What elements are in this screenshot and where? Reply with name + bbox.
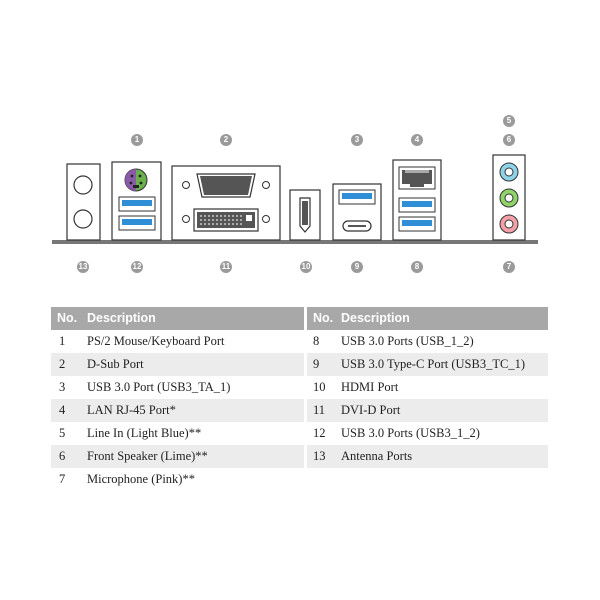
callout-9: 9 [351,261,363,273]
row-no: 4 [59,403,66,417]
header-description: Description [341,311,410,325]
io-panel-diagram: 1 2 3 4 5 6 7 8 9 10 11 12 13 [52,115,538,273]
row-no: 13 [313,449,326,463]
callout-3: 3 [351,134,363,146]
header-description: Description [87,311,156,325]
row-description: DVI-D Port [341,403,401,417]
table-left-column: No. Description 1 PS/2 Mouse/Keyboard Por… [51,307,304,491]
table-header: No. Description [307,307,548,330]
header-no: No. [313,311,334,325]
row-no: 7 [59,472,66,486]
ps2-usb-block [111,161,162,241]
table-row: 7 Microphone (Pink)** [51,468,304,491]
callout-1: 1 [131,134,143,146]
callout-13: 13 [77,261,89,273]
panel-rail [52,240,538,244]
row-no: 10 [313,380,326,394]
row-description: Line In (Light Blue)** [87,426,202,440]
row-no: 9 [313,357,320,371]
table-row: 3 USB 3.0 Port (USB3_TA_1) [51,376,304,399]
table-row: 2 D-Sub Port [51,353,304,376]
header-no: No. [57,311,78,325]
table-header: No. Description [51,307,304,330]
row-description: USB 3.0 Ports (USB_1_2) [341,334,474,348]
lan-usb-block [392,159,442,241]
callout-2: 2 [220,134,232,146]
table-row: 11 DVI-D Port [307,399,548,422]
dsub-dvi-block [171,165,281,241]
row-description: Front Speaker (Lime)** [87,449,208,463]
table-row: 13 Antenna Ports [307,445,548,468]
table-row: 5 Line In (Light Blue)** [51,422,304,445]
usb-typec-block [332,183,382,241]
table-row: 1 PS/2 Mouse/Keyboard Port [51,330,304,353]
callout-12: 12 [131,261,143,273]
antenna-ports [66,163,101,241]
row-description: LAN RJ-45 Port* [87,403,176,417]
table-row: 12 USB 3.0 Ports (USB3_1_2) [307,422,548,445]
row-description: Antenna Ports [341,449,413,463]
row-no: 6 [59,449,66,463]
table-right-column: No. Description 8 USB 3.0 Ports (USB_1_2)… [307,307,548,491]
row-no: 3 [59,380,66,394]
callout-5: 5 [503,115,515,127]
row-description: Microphone (Pink)** [87,472,195,486]
row-no: 8 [313,334,320,348]
table-row: 4 LAN RJ-45 Port* [51,399,304,422]
audio-block [492,154,526,241]
hdmi-block [289,189,321,241]
table-row: 9 USB 3.0 Type-C Port (USB3_TC_1) [307,353,548,376]
callout-8: 8 [411,261,423,273]
row-description: PS/2 Mouse/Keyboard Port [87,334,225,348]
callout-10: 10 [300,261,312,273]
row-no: 1 [59,334,66,348]
callout-6: 6 [503,134,515,146]
row-no: 5 [59,426,66,440]
table-row: 6 Front Speaker (Lime)** [51,445,304,468]
row-description: D-Sub Port [87,357,144,371]
table-row [307,468,548,491]
row-no: 2 [59,357,66,371]
row-description: USB 3.0 Ports (USB3_1_2) [341,426,480,440]
io-panel-svg [52,154,538,244]
row-description: HDMI Port [341,380,399,394]
callout-7: 7 [503,261,515,273]
callout-4: 4 [411,134,423,146]
row-no: 11 [313,403,326,417]
callout-11: 11 [220,261,232,273]
row-no: 12 [313,426,326,440]
row-description: USB 3.0 Type-C Port (USB3_TC_1) [341,357,525,371]
table-row: 10 HDMI Port [307,376,548,399]
row-description: USB 3.0 Port (USB3_TA_1) [87,380,231,394]
table-row: 8 USB 3.0 Ports (USB_1_2) [307,330,548,353]
